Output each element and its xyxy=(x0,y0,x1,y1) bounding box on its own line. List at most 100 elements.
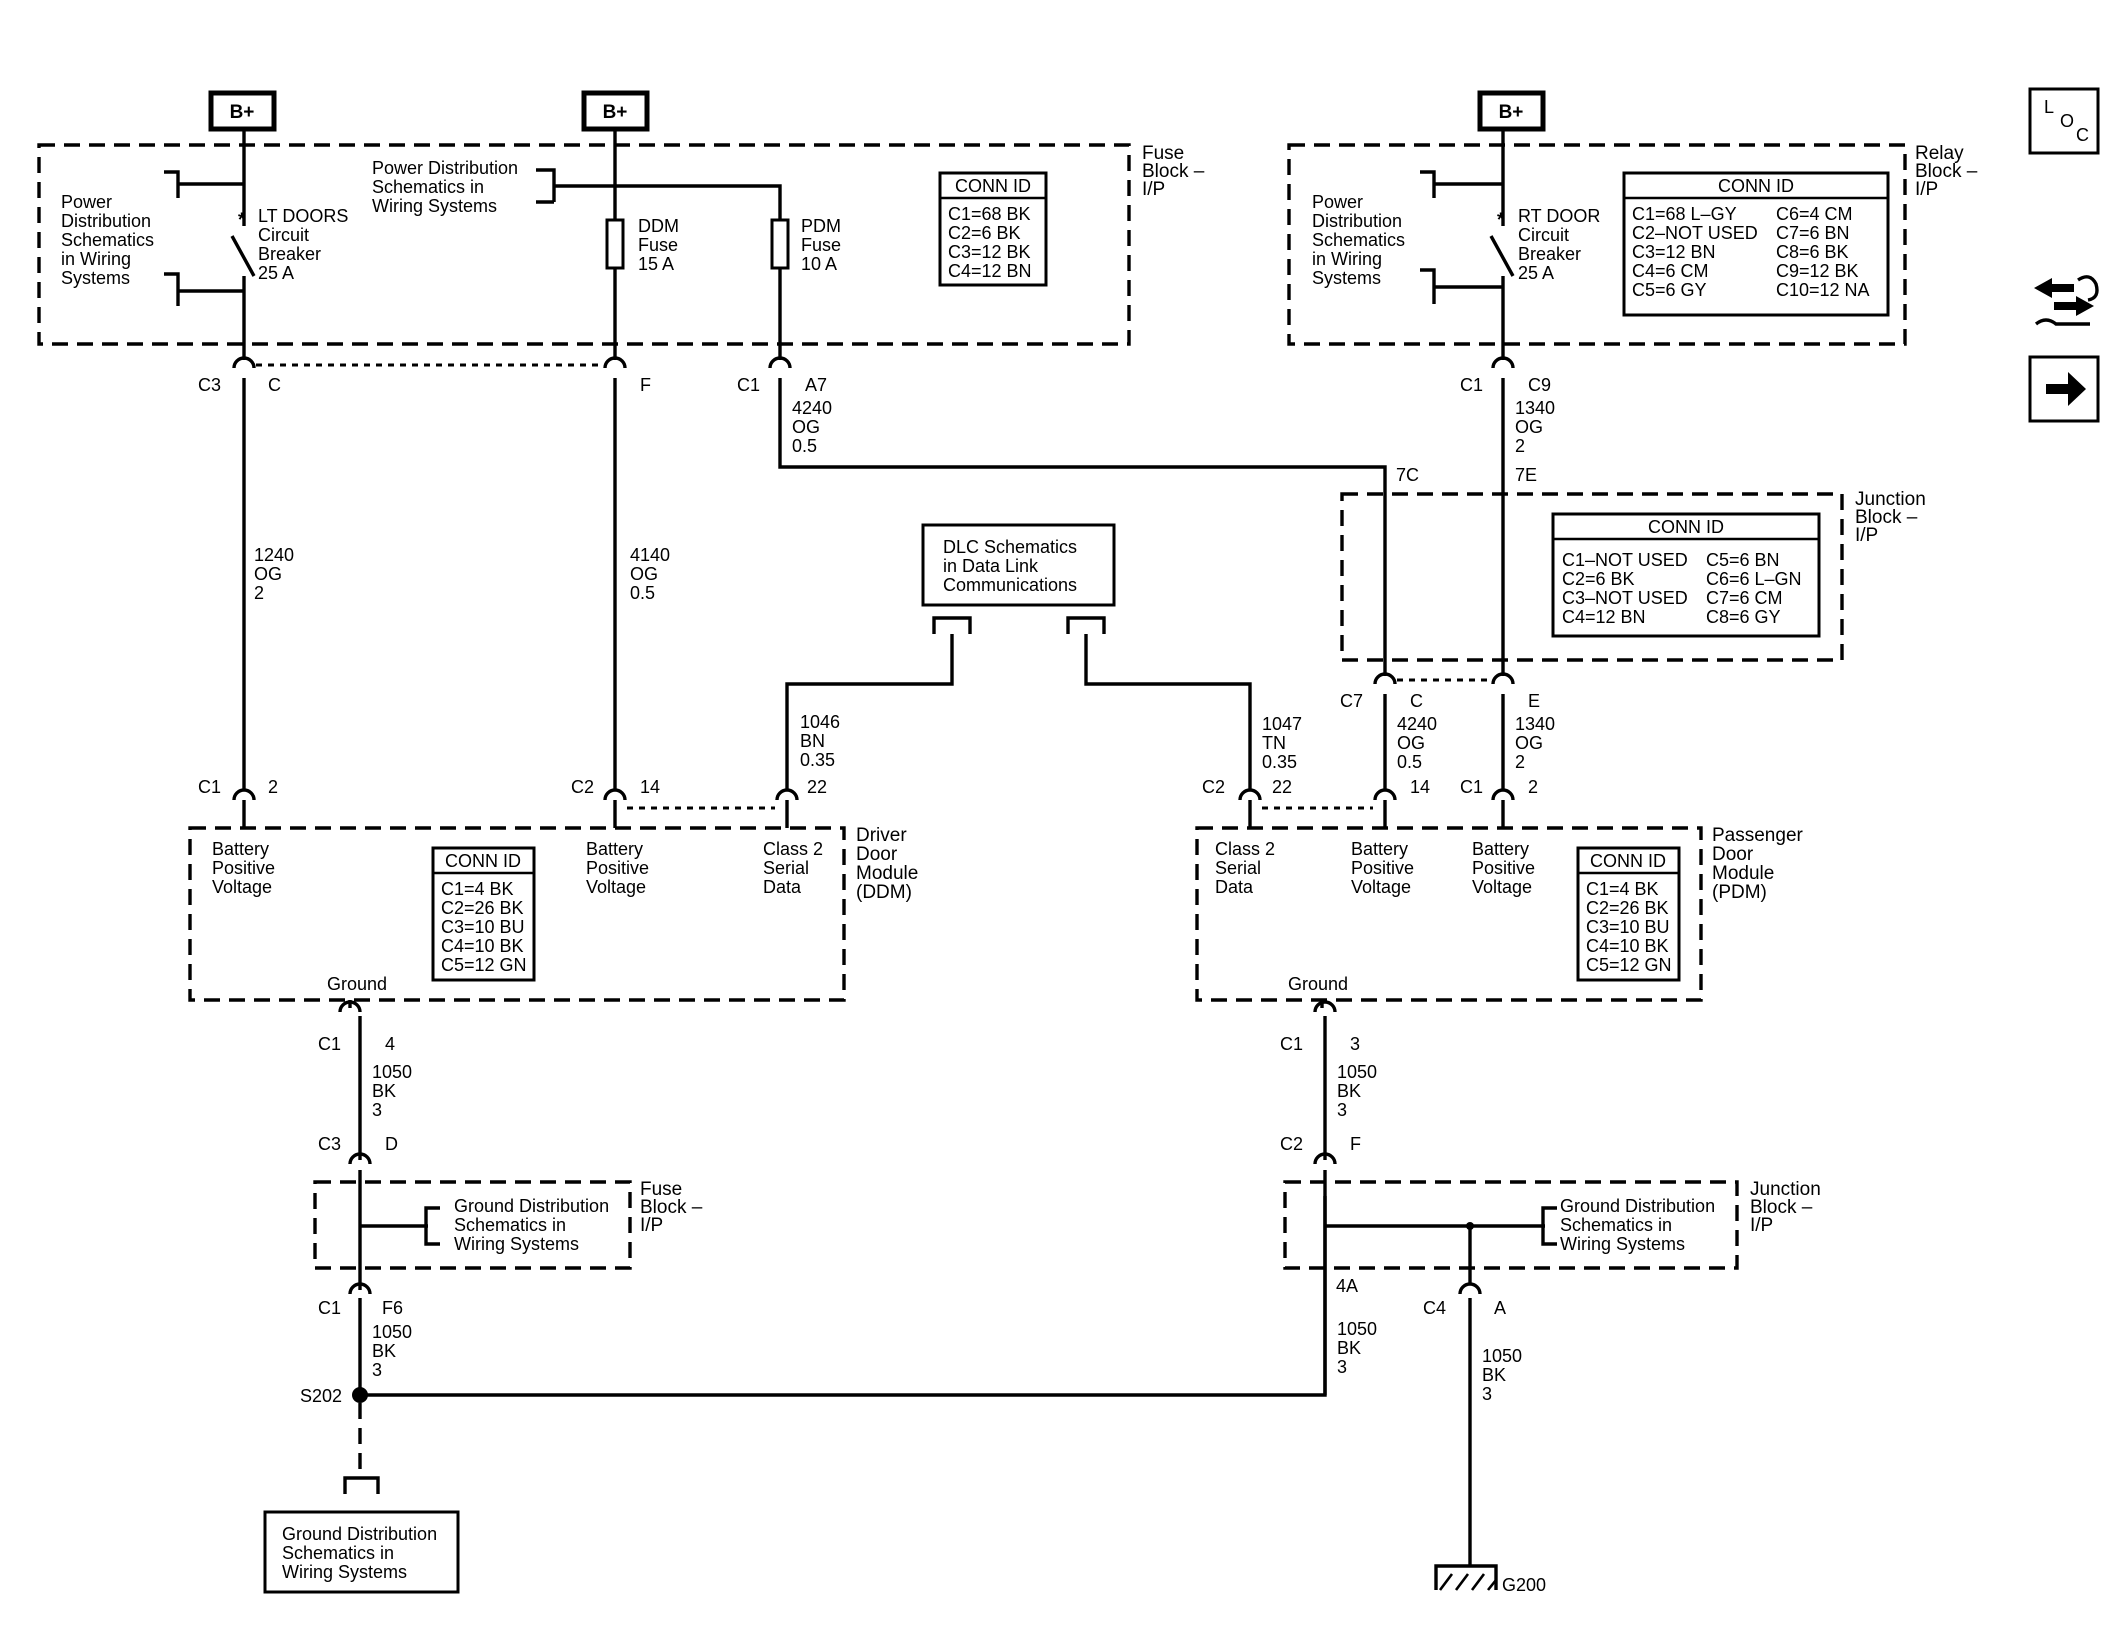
junction-block-mid-label: Junction Block – I/P xyxy=(1855,489,1931,546)
svg-text:C1=68 BK C2=6 BK C: C1=68 BK C2=6 BK C3=12 BK C4=12 BN xyxy=(948,204,1036,281)
svg-text:C1: C1 xyxy=(318,1034,341,1054)
svg-text:B+: B+ xyxy=(1499,102,1524,123)
ground-g200-label: G200 xyxy=(1502,1575,1546,1595)
svg-text:D: D xyxy=(385,1134,398,1154)
svg-text:C: C xyxy=(2076,125,2089,145)
wire-1240-label: 1240 OG 2 xyxy=(254,545,299,603)
junction-pin-7c: 7C xyxy=(1396,465,1419,485)
bplus-mid: B+ xyxy=(581,90,650,132)
ddm-module-boundary xyxy=(188,826,846,1002)
power-dist-right-text: Power Distribution Schematics in Wiring … xyxy=(1312,192,1410,288)
svg-text:*: * xyxy=(1497,210,1505,231)
pdm-module-boundary xyxy=(1195,826,1703,1002)
ddm-fuse-symbol xyxy=(605,218,625,270)
svg-text:C1=68 L–GY C2–NOT USED: C1=68 L–GY C2–NOT USED C3=12 BN C4=6 CM … xyxy=(1632,204,1763,300)
svg-text:C: C xyxy=(268,375,281,395)
wire-1047-label: 1047 TN 0.35 xyxy=(1262,714,1307,772)
svg-text:E: E xyxy=(1528,691,1540,711)
svg-text:C1: C1 xyxy=(1280,1034,1303,1054)
junction-block-mid-boundary xyxy=(1340,492,1844,662)
svg-text:C1: C1 xyxy=(318,1298,341,1318)
ground-g200-icon xyxy=(1434,1564,1498,1591)
svg-text:CONN ID: CONN ID xyxy=(1718,176,1794,196)
splice-s202-label: S202 xyxy=(300,1386,342,1406)
ground-dist-bottom-box: Ground Distribution Schematics in Wiring… xyxy=(263,1510,460,1594)
conn-id-relay-block: CONN ID C1=68 L–GY C2–NOT USED C3=12 BN … xyxy=(1622,171,1890,317)
svg-text:CONN ID: CONN ID xyxy=(1648,517,1724,537)
ddm-fuse-text: DDM Fuse 15 A xyxy=(638,216,684,274)
relay-block-label: Relay Block – I/P xyxy=(1915,143,1983,200)
svg-text:C2: C2 xyxy=(1202,777,1225,797)
wire-1340-top-label: 1340 OG 2 xyxy=(1515,398,1560,456)
svg-text:C1: C1 xyxy=(1460,777,1483,797)
pdm-battery-voltage-2: Battery Positive Voltage xyxy=(1472,839,1540,897)
pdm-battery-voltage-1: Battery Positive Voltage xyxy=(1351,839,1419,897)
svg-text:O: O xyxy=(2060,111,2074,131)
connector-f: F xyxy=(603,356,651,395)
ddm-ground-label: Ground xyxy=(327,974,387,994)
svg-text:L: L xyxy=(2044,97,2054,117)
conn-id-fuse-block: CONN ID C1=68 BK C2=6 BK C3=12 BK C4=12 … xyxy=(938,171,1048,287)
svg-text:14: 14 xyxy=(1410,777,1430,797)
pdm-connector-14: 14 xyxy=(1373,777,1430,801)
svg-text:*: * xyxy=(238,210,246,231)
location-icon-button[interactable]: L O C xyxy=(2028,87,2100,155)
svg-text:C3: C3 xyxy=(318,1134,341,1154)
conn-id-ddm: CONN ID C1=4 BK C2=26 BK C3=10 BU C4=10 … xyxy=(431,846,536,982)
ddm-connector-c1-2: C1 2 xyxy=(198,777,278,801)
wire-4240-bottom-label: 4240 OG 0.5 xyxy=(1397,714,1442,772)
svg-text:CONN ID: CONN ID xyxy=(445,851,521,871)
next-arrow-icon[interactable] xyxy=(2028,355,2100,423)
ddm-connector-c1-f6: C1 F6 xyxy=(318,1282,403,1318)
ddm-serial-data: Class 2 Serial Data xyxy=(763,839,828,897)
connector-e: E xyxy=(1491,672,1540,711)
svg-text:A: A xyxy=(1494,1298,1506,1318)
pdm-fuse-text: PDM Fuse 10 A xyxy=(801,216,846,274)
svg-text:2: 2 xyxy=(268,777,278,797)
wire-1050-e-label: 1050 BK 3 xyxy=(1482,1346,1527,1404)
ground-dist-mid-right-text: Ground Distribution Schematics in Wiring… xyxy=(1560,1196,1720,1254)
rt-breaker-text: RT DOOR Circuit Breaker 25 A xyxy=(1518,206,1605,283)
junction-pin-4a: 4A xyxy=(1336,1276,1358,1296)
pdm-ground-label: Ground xyxy=(1288,974,1348,994)
fuse-block-bottom-boundary xyxy=(313,1180,632,1270)
svg-text:C2: C2 xyxy=(1280,1134,1303,1154)
svg-text:F: F xyxy=(640,375,651,395)
pdm-fuse-symbol xyxy=(770,218,790,270)
ddm-connector-22: 22 xyxy=(775,777,827,801)
svg-text:4: 4 xyxy=(385,1034,395,1054)
connector-c7-c: C7 C xyxy=(1340,672,1423,711)
wire-1340-bottom-label: 1340 OG 2 xyxy=(1515,714,1560,772)
svg-text:C3: C3 xyxy=(198,375,221,395)
dlc-schematics-box: DLC Schematics in Data Link Communicatio… xyxy=(921,523,1116,607)
bplus-left: B+ xyxy=(208,90,277,132)
ddm-battery-voltage-1: Battery Positive Voltage xyxy=(212,839,280,897)
svg-text:F: F xyxy=(1350,1134,1361,1154)
junction-block-bottom-label: Junction Block – I/P xyxy=(1750,1179,1826,1236)
wire-4140-label: 4140 OG 0.5 xyxy=(630,545,675,603)
bplus-right: B+ xyxy=(1477,90,1546,132)
svg-text:C: C xyxy=(1410,691,1423,711)
fuse-block-top-label: Fuse Block – I/P xyxy=(1142,143,1210,200)
wire-1050-a-label: 1050 BK 3 xyxy=(372,1062,417,1120)
power-dist-mid-text: Power Distribution Schematics in Wiring … xyxy=(372,158,523,216)
svg-text:3: 3 xyxy=(1350,1034,1360,1054)
junction-pin-7e: 7E xyxy=(1515,465,1537,485)
ddm-battery-voltage-2: Battery Positive Voltage xyxy=(586,839,654,897)
pdm-connector-c2-f: C2 F xyxy=(1280,1134,1361,1165)
connector-views-icon[interactable] xyxy=(2034,275,2099,326)
connector-c1-c9: C1 C9 xyxy=(1460,356,1551,395)
pdm-serial-data: Class 2 Serial Data xyxy=(1215,839,1280,897)
wire-4240-top-label: 4240 OG 0.5 xyxy=(792,398,837,456)
ddm-connector-c2-14: C2 14 xyxy=(571,777,660,801)
conn-id-junction-block: CONN ID C1–NOT USED C2=6 BK C3–NOT USED … xyxy=(1551,512,1821,638)
splice-s202 xyxy=(352,1387,368,1403)
ddm-connector-c1-4: C1 4 xyxy=(318,1000,395,1054)
svg-text:F6: F6 xyxy=(382,1298,403,1318)
svg-text:C1=4 BK C2=26 BK C: C1=4 BK C2=26 BK C3=10 BU C4=10 BK C5=12… xyxy=(441,879,530,975)
wire-1050-b-label: 1050 BK 3 xyxy=(372,1322,417,1380)
svg-text:C2: C2 xyxy=(571,777,594,797)
ddm-module-name: Driver Door Module (DDM) xyxy=(856,825,924,903)
pdm-connector-c1-2: C1 2 xyxy=(1460,777,1538,801)
wire-1050-c-label: 1050 BK 3 xyxy=(1337,1062,1382,1120)
